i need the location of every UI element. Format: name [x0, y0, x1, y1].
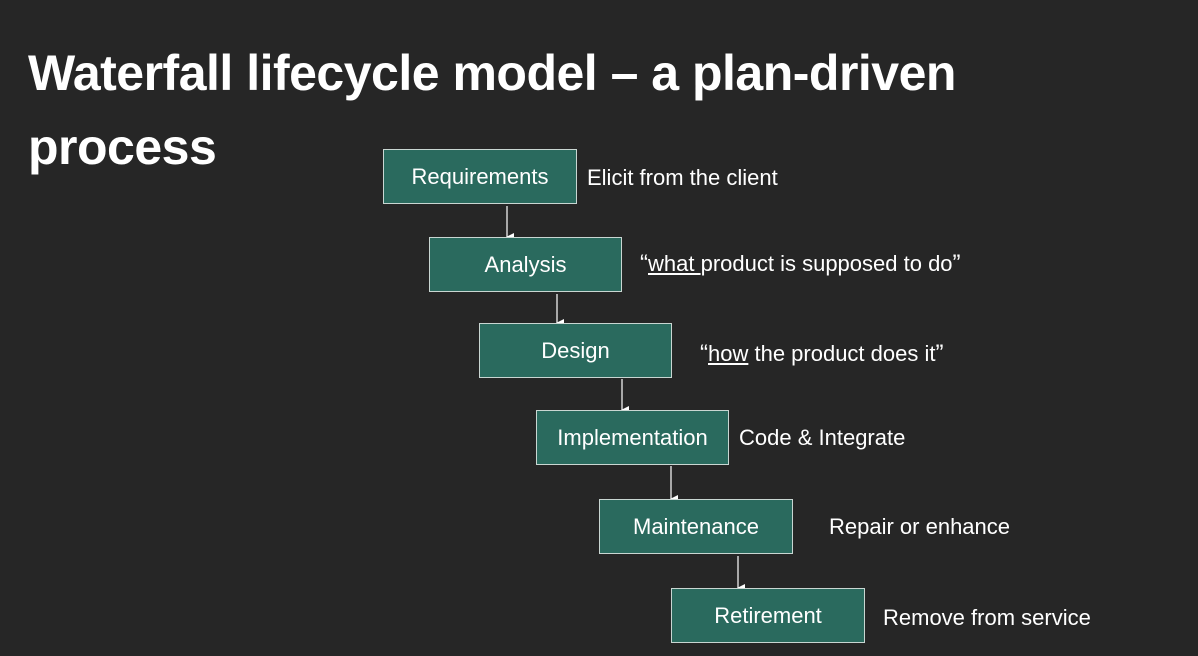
stage-implementation: Implementation — [536, 410, 729, 465]
note-design-rest: the product does it — [748, 341, 936, 366]
stage-requirements: Requirements — [383, 149, 577, 204]
note-requirements: Elicit from the client — [587, 165, 778, 190]
note-design-emphasis: how — [708, 341, 749, 366]
page-title: Waterfall lifecycle model – a plan-drive… — [28, 45, 956, 175]
note-analysis: “what product is supposed to do” — [640, 250, 961, 278]
stage-retirement-label: Retirement — [714, 602, 822, 628]
note-analysis-emphasis: what — [648, 251, 701, 276]
stage-retirement: Retirement — [671, 588, 865, 643]
note-analysis-open-quote: “ — [640, 250, 648, 277]
stage-maintenance: Maintenance — [599, 499, 793, 554]
stage-implementation-label: Implementation — [557, 424, 708, 450]
stage-maintenance-label: Maintenance — [633, 513, 759, 539]
note-retirement: Remove from service — [883, 605, 1091, 630]
note-implementation: Code & Integrate — [739, 425, 906, 450]
note-analysis-rest: product is supposed to do — [700, 251, 953, 276]
stage-design: Design — [479, 323, 672, 378]
stage-requirements-label: Requirements — [411, 163, 549, 189]
stage-analysis: Analysis — [429, 237, 622, 292]
stage-analysis-label: Analysis — [484, 251, 567, 277]
note-design-close-quote: ” — [935, 340, 944, 367]
note-analysis-close-quote: ” — [952, 250, 961, 277]
stage-design-label: Design — [541, 337, 610, 363]
note-design: “how the product does it” — [700, 340, 943, 368]
note-design-open-quote: “ — [700, 340, 708, 367]
note-maintenance: Repair or enhance — [829, 514, 1011, 539]
